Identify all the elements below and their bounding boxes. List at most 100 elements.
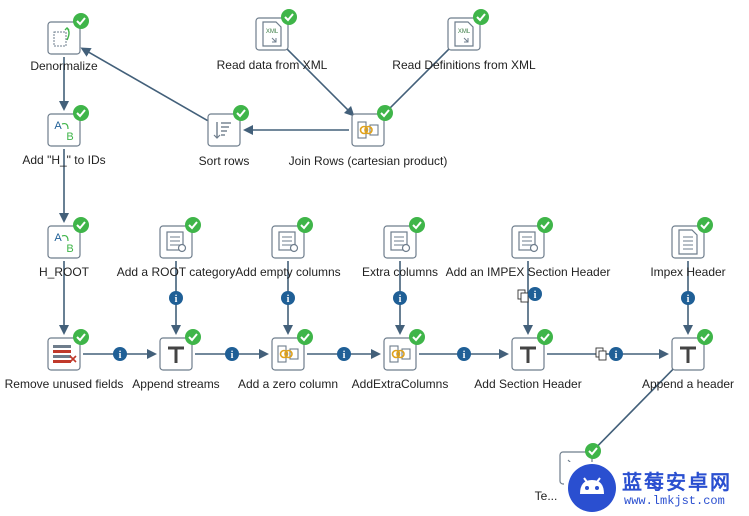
svg-text:i: i bbox=[231, 350, 234, 361]
step-impex-header[interactable] bbox=[671, 217, 713, 259]
info-icon[interactable]: i bbox=[225, 347, 239, 361]
info-icon[interactable]: i bbox=[457, 347, 471, 361]
hop-append-streams-to-add-zero[interactable]: i bbox=[195, 347, 269, 361]
step-add-h[interactable]: AB bbox=[47, 105, 89, 147]
svg-text:i: i bbox=[463, 350, 466, 361]
svg-text:i: i bbox=[687, 294, 690, 305]
info-icon[interactable]: i bbox=[609, 347, 623, 361]
success-check-icon bbox=[409, 217, 425, 233]
success-check-icon bbox=[73, 217, 89, 233]
data-grid-icon bbox=[390, 231, 411, 253]
info-icon[interactable]: i bbox=[281, 291, 295, 305]
step-label-read-defs: Read Definitions from XML bbox=[392, 58, 536, 72]
step-add-impex-hdr[interactable] bbox=[511, 217, 553, 259]
step-label-add-section: Add Section Header bbox=[474, 377, 582, 391]
hop-impex-header-to-append-header[interactable]: i bbox=[681, 261, 695, 335]
append-icon bbox=[520, 346, 536, 363]
success-check-icon bbox=[185, 329, 201, 345]
join-icon bbox=[357, 121, 379, 139]
step-label-add-root: Add a ROOT category bbox=[116, 265, 236, 279]
step-add-section[interactable] bbox=[511, 329, 553, 371]
svg-text:i: i bbox=[287, 294, 290, 305]
info-icon[interactable]: i bbox=[393, 291, 407, 305]
info-icon[interactable]: i bbox=[337, 347, 351, 361]
success-check-icon bbox=[697, 217, 713, 233]
step-h-root[interactable]: AB bbox=[47, 217, 89, 259]
step-remove-fields[interactable] bbox=[47, 329, 89, 371]
step-label-impex-header: Impex Header bbox=[650, 265, 726, 279]
info-icon[interactable]: i bbox=[113, 347, 127, 361]
hop-read-defs-to-join-rows[interactable] bbox=[381, 46, 452, 117]
watermark-url: www.lmkjst.com bbox=[624, 494, 725, 508]
success-check-icon bbox=[409, 329, 425, 345]
sort-icon bbox=[213, 122, 231, 139]
step-label-join-rows: Join Rows (cartesian product) bbox=[288, 154, 448, 168]
success-check-icon bbox=[697, 329, 713, 345]
step-denormalize[interactable] bbox=[47, 13, 89, 55]
hop-read-data-to-join-rows[interactable] bbox=[284, 46, 355, 117]
step-add-zero[interactable] bbox=[271, 329, 313, 371]
success-check-icon bbox=[537, 329, 553, 345]
success-check-icon bbox=[73, 13, 89, 29]
info-icon[interactable]: i bbox=[169, 291, 183, 305]
hop-sort-rows-to-denormalize[interactable] bbox=[80, 47, 208, 122]
hop-add-impex-hdr-to-add-section[interactable]: i bbox=[517, 261, 542, 335]
svg-text:XML: XML bbox=[458, 29, 471, 35]
info-icon[interactable]: i bbox=[681, 291, 695, 305]
step-extra-cols[interactable] bbox=[383, 217, 425, 259]
step-sort-rows[interactable] bbox=[207, 105, 249, 147]
hop-add-extra-to-add-section[interactable]: i bbox=[419, 347, 509, 361]
success-check-icon bbox=[473, 9, 489, 25]
info-icon[interactable]: i bbox=[528, 287, 542, 301]
replace-string-icon: AB bbox=[54, 232, 73, 255]
success-check-icon bbox=[537, 217, 553, 233]
hop-add-empty-to-add-zero[interactable]: i bbox=[281, 261, 295, 335]
text-file-icon bbox=[678, 229, 698, 255]
step-label-denormalize: Denormalize bbox=[30, 59, 98, 73]
success-check-icon bbox=[377, 105, 393, 121]
hop-append-header-to-text-out[interactable] bbox=[589, 366, 676, 455]
step-label-h-root: H_ROOT bbox=[38, 265, 90, 279]
hop-remove-fields-to-append-streams[interactable]: i bbox=[83, 347, 157, 361]
watermark: 蓝莓安卓网 www.lmkjst.com bbox=[564, 462, 746, 514]
hop-extra-cols-to-add-extra[interactable]: i bbox=[393, 261, 407, 335]
success-check-icon bbox=[73, 105, 89, 121]
step-read-data[interactable]: XML bbox=[255, 9, 297, 51]
step-label-append-header: Append a header bbox=[641, 377, 735, 391]
svg-text:i: i bbox=[175, 294, 178, 305]
remove-fields-icon bbox=[53, 345, 77, 363]
step-label-add-zero: Add a zero column bbox=[237, 377, 339, 391]
step-join-rows[interactable] bbox=[351, 105, 393, 147]
svg-text:i: i bbox=[119, 350, 122, 361]
step-read-defs[interactable]: XML bbox=[447, 9, 489, 51]
denormalize-icon bbox=[53, 27, 70, 47]
hop-add-root-to-append-streams[interactable]: i bbox=[169, 261, 183, 335]
step-label-remove-fields: Remove unused fields bbox=[4, 377, 124, 391]
step-append-streams[interactable] bbox=[159, 329, 201, 371]
copy-rows-icon bbox=[595, 347, 607, 361]
svg-text:i: i bbox=[399, 294, 402, 305]
step-label-add-impex-hdr: Add an IMPEX Section Header bbox=[445, 265, 611, 279]
step-add-extra[interactable] bbox=[383, 329, 425, 371]
append-icon bbox=[680, 346, 696, 363]
step-label-add-empty: Add empty columns bbox=[235, 265, 341, 279]
calculator-icon bbox=[277, 345, 299, 363]
hop-add-zero-to-add-extra[interactable]: i bbox=[307, 347, 381, 361]
svg-text:B: B bbox=[66, 243, 73, 255]
replace-string-icon: AB bbox=[54, 120, 73, 143]
svg-text:i: i bbox=[343, 350, 346, 361]
step-label-extra-cols: Extra columns bbox=[361, 265, 439, 279]
svg-text:A: A bbox=[54, 232, 62, 244]
success-check-icon bbox=[185, 217, 201, 233]
step-add-root[interactable] bbox=[159, 217, 201, 259]
svg-text:A: A bbox=[54, 120, 62, 132]
data-grid-icon bbox=[166, 231, 187, 253]
hop-add-section-to-append-header[interactable]: i bbox=[547, 347, 669, 361]
append-icon bbox=[168, 346, 184, 363]
svg-text:i: i bbox=[615, 350, 618, 361]
xml-file-icon: XML bbox=[454, 21, 474, 47]
step-append-header[interactable] bbox=[671, 329, 713, 371]
step-label-text-out: Te... bbox=[534, 489, 558, 503]
step-add-empty[interactable] bbox=[271, 217, 313, 259]
